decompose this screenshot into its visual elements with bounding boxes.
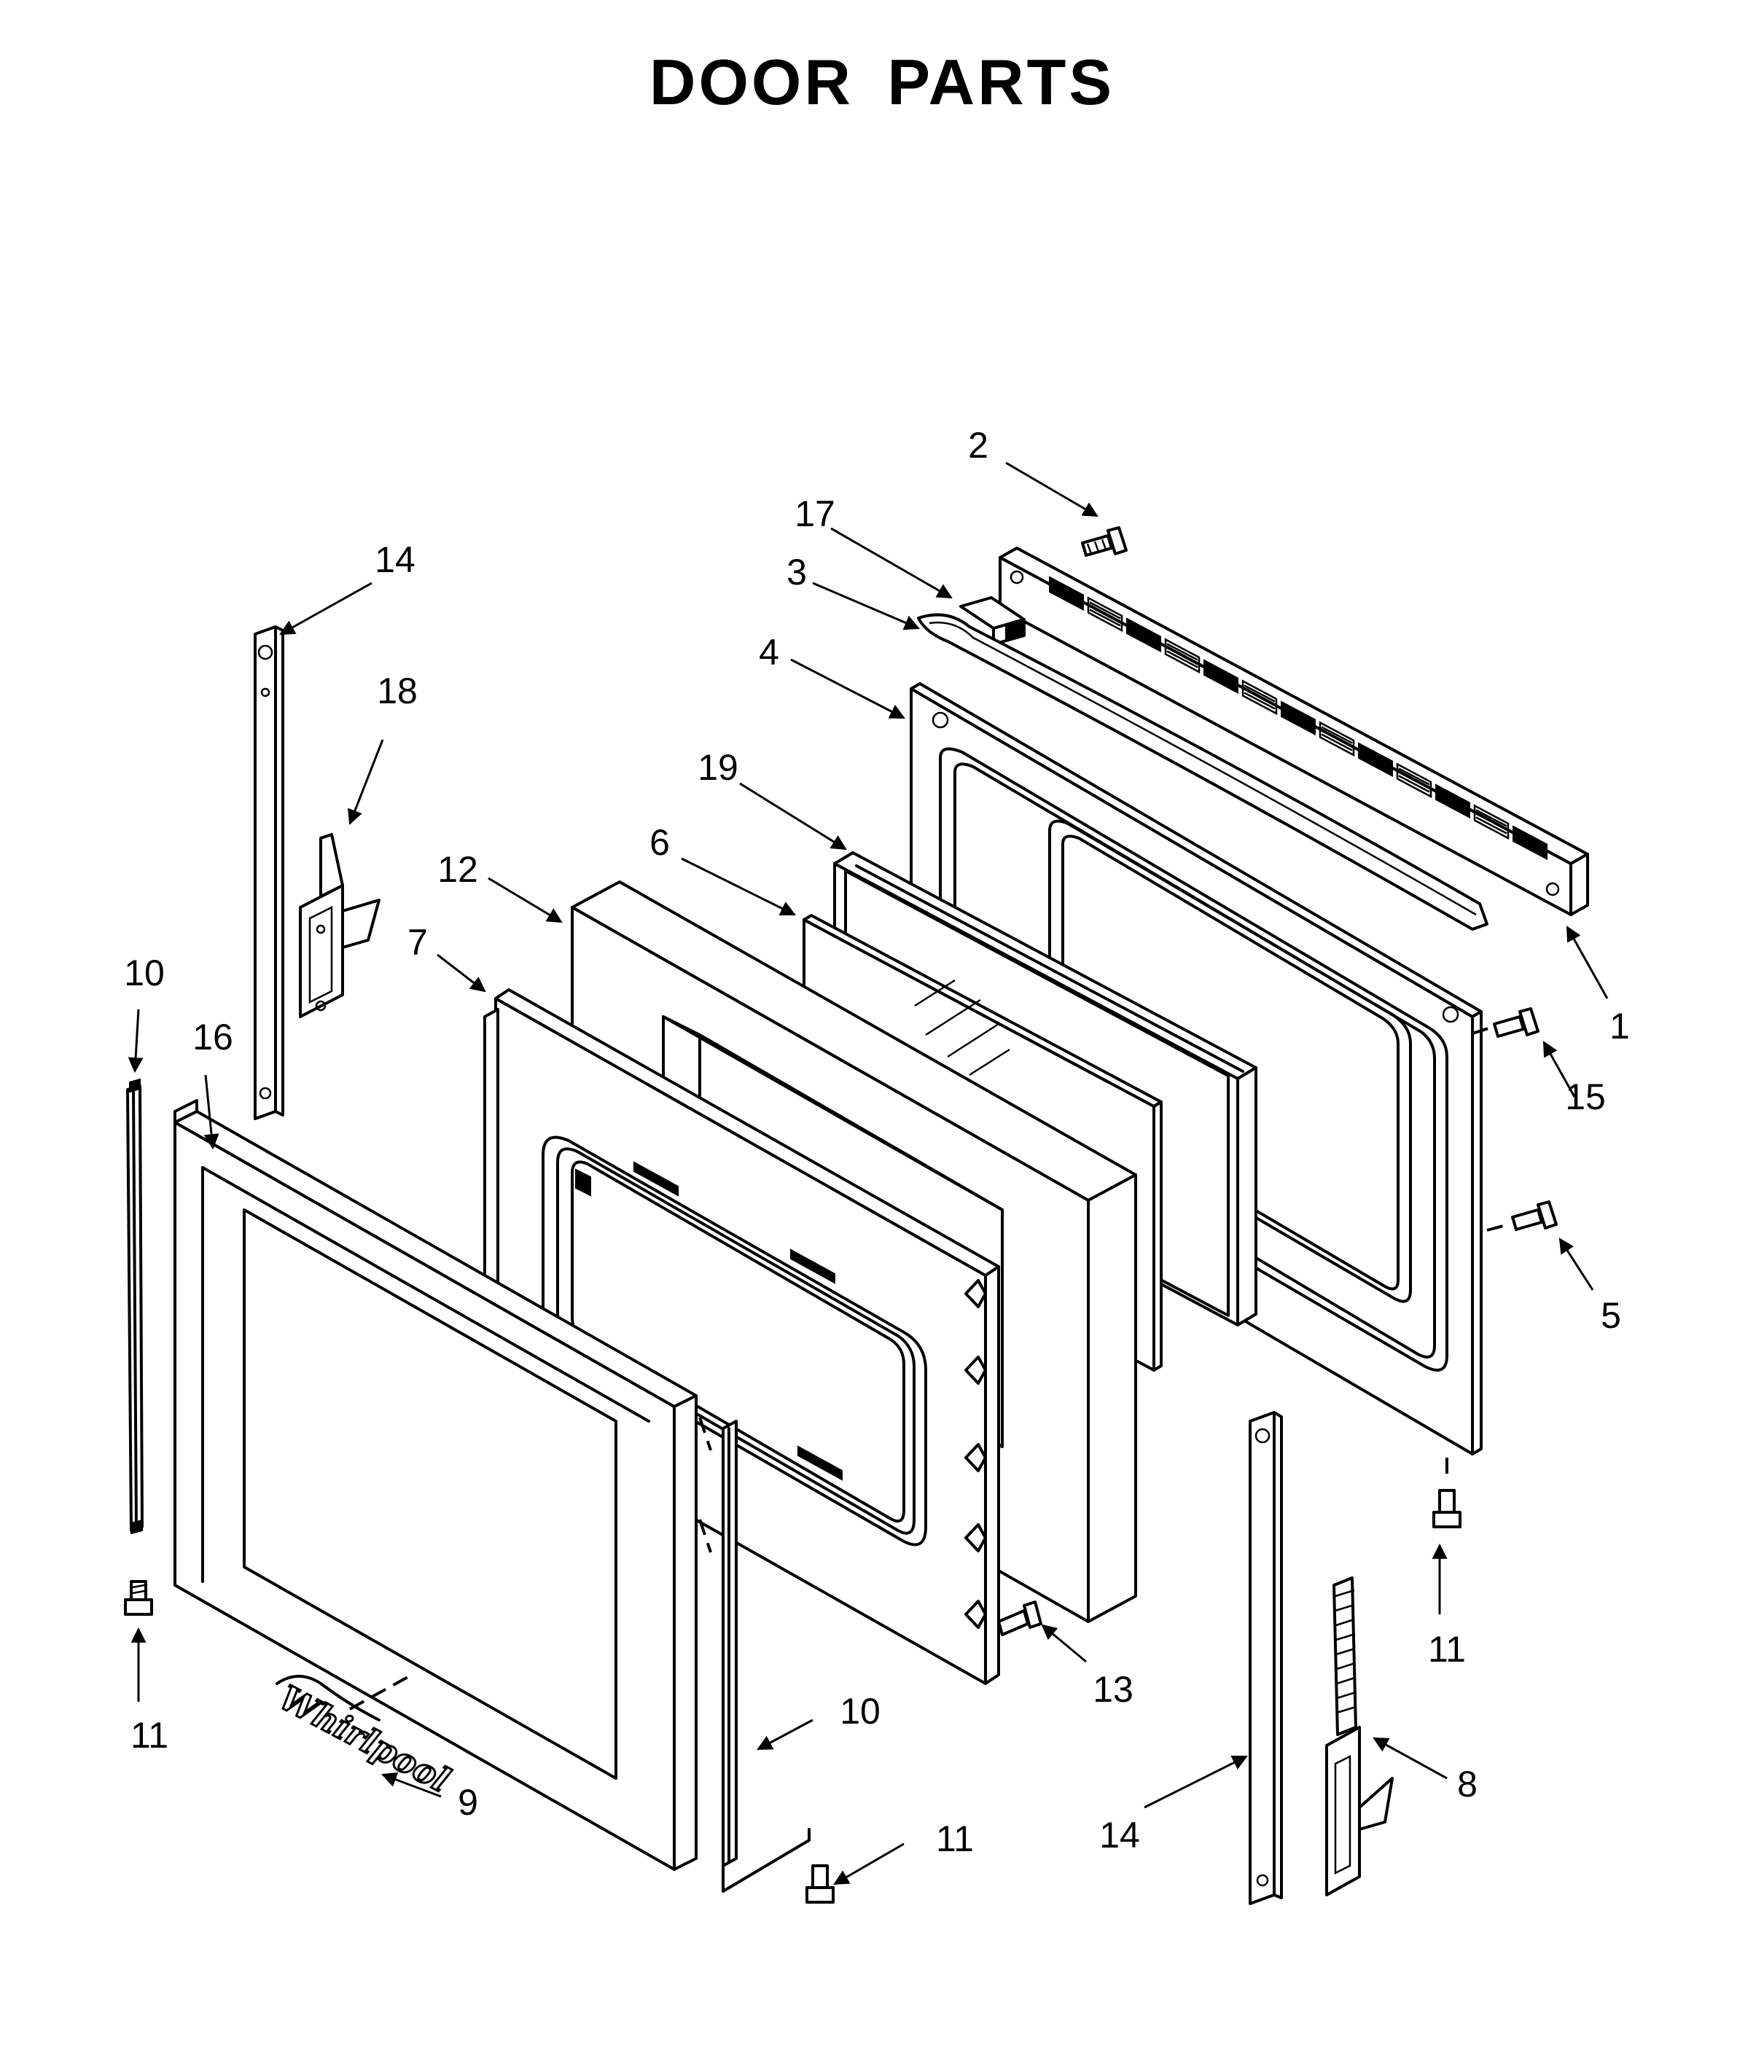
vent-grille-line [1321, 730, 1353, 748]
part-14-hinge-channel-left [254, 625, 284, 1120]
callout-19: 19 [698, 747, 738, 788]
callout-5: 5 [1601, 1295, 1621, 1336]
callout-14b: 14 [1099, 1815, 1140, 1856]
vent-slot [1281, 700, 1316, 736]
vent-slot [1203, 659, 1238, 695]
screw-11-left [124, 1580, 153, 1616]
callout-3: 3 [787, 552, 807, 593]
vent-grille-line [1089, 609, 1121, 627]
vent-grille-line [1475, 813, 1507, 831]
vent-grille-line [1398, 771, 1430, 789]
part-16-outer-door [173, 1099, 698, 1871]
screw-11-mid [805, 1864, 835, 1904]
vent-grille-line [1089, 605, 1121, 623]
vent-slot [1241, 679, 1278, 716]
vent-grille-line [1166, 646, 1198, 665]
part-10-trim-right [698, 1417, 811, 1893]
leader-lines [128, 461, 1609, 1885]
callout-10a: 10 [124, 953, 165, 993]
screw-15 [1472, 1007, 1539, 1038]
callout-13: 13 [1093, 1669, 1133, 1710]
vent-grille-line [1244, 684, 1276, 703]
vent-grille-line [1321, 733, 1353, 751]
vent-grille-line [1398, 775, 1430, 793]
part-18-hinge-left [299, 833, 380, 1018]
vent-grille-line [1089, 601, 1121, 619]
vent-slot [1049, 576, 1084, 611]
callout-6: 6 [649, 822, 670, 863]
callout-8: 8 [1457, 1764, 1478, 1805]
vent-slot [1126, 617, 1161, 653]
part-8-hinge-right [1325, 1576, 1394, 1896]
vent-slot [1164, 638, 1201, 674]
vent-slot [1473, 804, 1510, 840]
vent-grille-line [1475, 816, 1507, 834]
callout-14a: 14 [375, 539, 415, 580]
part-14-hinge-channel-right [1249, 1411, 1283, 1905]
vent-slot [1087, 596, 1123, 633]
liner-tab [964, 1523, 987, 1552]
part-2-screw [1081, 526, 1128, 557]
callout-17: 17 [795, 493, 835, 534]
page-title: DOOR PARTS [649, 46, 1115, 118]
liner-tab [964, 1279, 987, 1308]
callout-11b: 11 [936, 1818, 974, 1859]
part-10-trim-left [126, 1078, 144, 1535]
callout-11a: 11 [130, 1715, 168, 1756]
screw-13 [997, 1600, 1042, 1636]
vent-grille-line [1398, 767, 1430, 786]
part-17-block [959, 596, 1026, 646]
part-1-vent-panel [999, 547, 1589, 916]
callout-9: 9 [458, 1782, 478, 1823]
vent-grille-line [1475, 809, 1507, 827]
part-3-trim [917, 613, 1488, 931]
callout-4: 4 [759, 632, 779, 673]
screw-11-right [1432, 1458, 1461, 1528]
vent-slot [1513, 825, 1548, 861]
liner-tab [964, 1356, 987, 1385]
callout-7: 7 [407, 922, 428, 963]
vent-grille-line [1244, 688, 1276, 706]
callouts: 1 2 3 4 5 6 7 8 9 10 10 11 11 11 12 13 1… [124, 425, 1630, 1859]
vent-slot [1358, 742, 1393, 778]
callout-11c: 11 [1428, 1629, 1466, 1670]
vent-slot [1396, 762, 1432, 799]
vent-grille-line [1321, 726, 1353, 744]
liner-tab [964, 1600, 987, 1629]
callout-16: 16 [192, 1017, 233, 1057]
vent-slot [1435, 783, 1470, 819]
liner-tab [964, 1443, 987, 1472]
callout-2: 2 [968, 425, 988, 466]
vent-grille-line [1166, 643, 1198, 661]
vent-grille-line [1244, 692, 1276, 710]
callout-1: 1 [1609, 1006, 1630, 1047]
callout-15: 15 [1565, 1076, 1606, 1117]
callout-12: 12 [437, 849, 478, 890]
screw-5 [1486, 1200, 1558, 1232]
callout-18: 18 [377, 671, 418, 711]
callout-10b: 10 [840, 1691, 881, 1732]
vent-grille-line [1166, 650, 1198, 668]
vent-slot [1319, 721, 1355, 757]
